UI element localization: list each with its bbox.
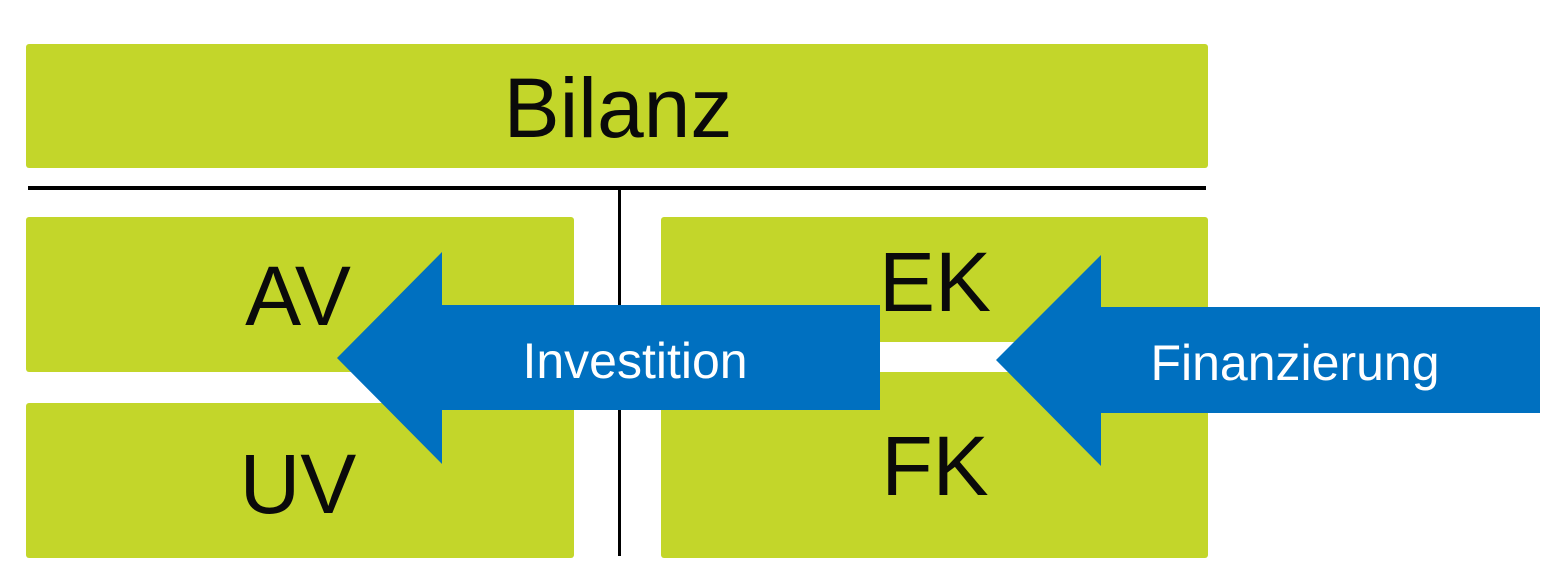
- ek-label: EK: [878, 235, 992, 329]
- investition-label: Investition: [522, 333, 748, 389]
- bilanz-title: Bilanz: [503, 61, 733, 155]
- fk-label: FK: [881, 419, 989, 513]
- bilanz-title-box: [26, 44, 1208, 168]
- t-account-horizontal-line: [28, 186, 1206, 190]
- av-label: AV: [245, 249, 351, 343]
- uv-label: UV: [239, 437, 357, 531]
- uv-box: [26, 403, 574, 558]
- finanzierung-label: Finanzierung: [1150, 335, 1440, 391]
